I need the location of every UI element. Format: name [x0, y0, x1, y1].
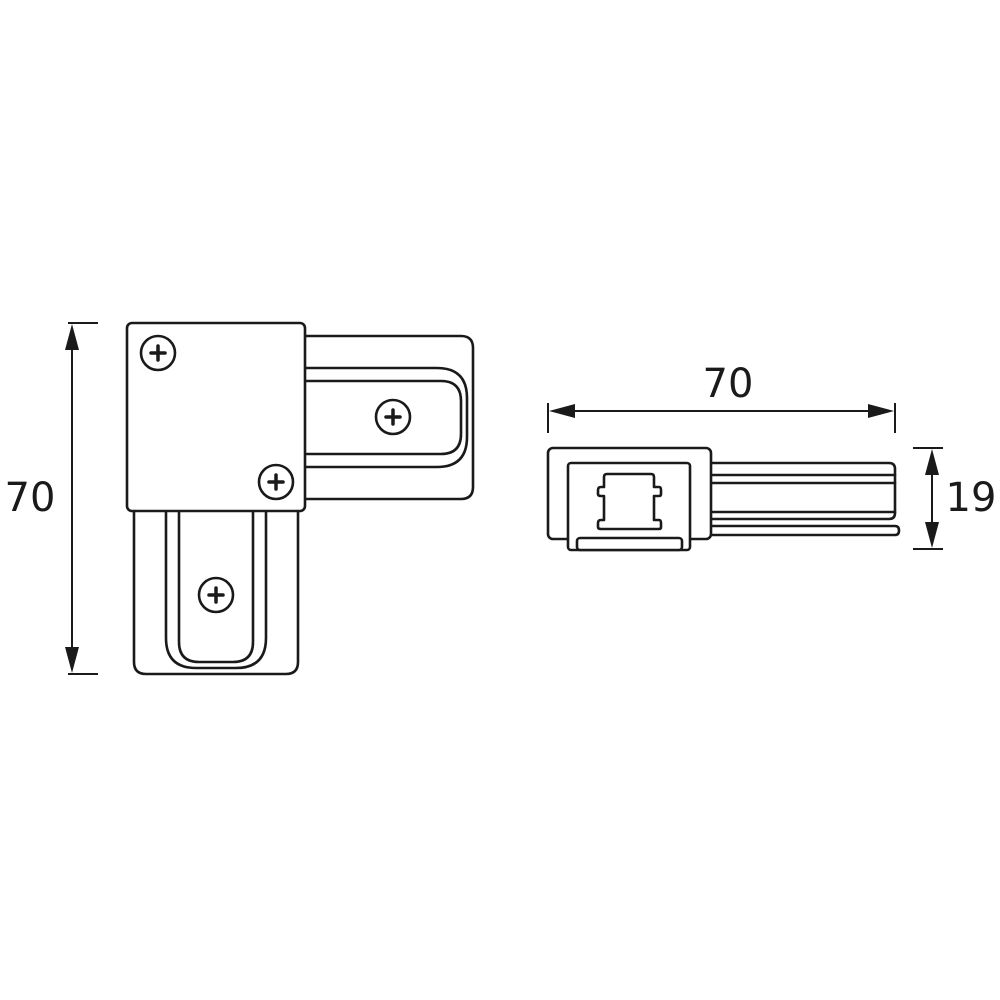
dimension-label: 70: [5, 475, 56, 521]
side-bottom-tab: [575, 536, 684, 552]
connector-profile: [596, 472, 663, 531]
height-dimension-right: 19: [913, 447, 997, 550]
cover-plate: [125, 321, 307, 513]
height-dimension-left: 70: [5, 322, 98, 675]
bottom-arm-channel-outer: [164, 509, 268, 670]
top-view-l-connector: [125, 321, 475, 676]
rail-lower: [703, 524, 901, 537]
bottom-arm-channel-inner: [177, 509, 255, 664]
phillips-screw-icon: [197, 576, 235, 614]
dimension-label: 19: [946, 475, 997, 521]
phillips-screw-icon: [374, 398, 412, 436]
phillips-screw-icon: [257, 463, 295, 501]
length-dimension-top: 70: [547, 361, 896, 433]
rail-upper: [703, 461, 897, 521]
dimension-label: 70: [703, 361, 754, 407]
side-view-l-connector: [546, 446, 901, 552]
right-arm-channel-inner: [303, 379, 463, 456]
right-arm-channel-outer: [303, 366, 469, 469]
phillips-screw-icon: [139, 334, 177, 372]
